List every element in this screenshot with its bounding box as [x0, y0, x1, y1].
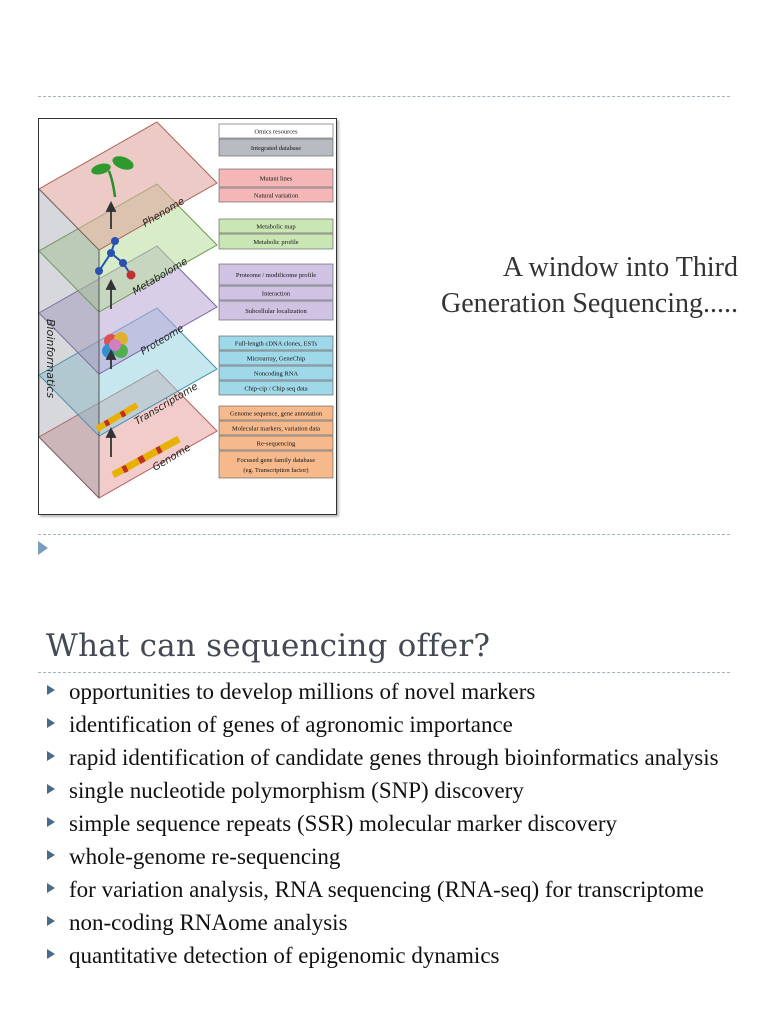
legend-label: Integrated database — [251, 145, 301, 152]
legend-label: Genome sequence, gene annotation — [230, 411, 323, 418]
layer-planes — [39, 121, 218, 499]
legend-label: Omics resources — [254, 129, 298, 136]
bullet-arrow-icon — [47, 784, 55, 794]
slide-title-line-1: A window into Third — [502, 252, 738, 283]
legend-label: Full-length cDNA clones, ESTs — [235, 341, 318, 348]
legend-box — [218, 450, 334, 479]
bullet-text: opportunities to develop millions of nov… — [69, 679, 536, 704]
bullet-arrow-icon — [47, 817, 55, 827]
list-item: simple sequence repeats (SSR) molecular … — [44, 810, 734, 838]
legend-box — [218, 300, 334, 321]
legend-box — [218, 285, 334, 301]
bullet-text: single nucleotide polymorphism (SNP) dis… — [69, 778, 524, 803]
legend-label: Natural variation — [254, 193, 299, 200]
legend-label: Chip-cip / Chip seq data — [244, 386, 307, 393]
legend-box — [218, 420, 334, 436]
list-item: opportunities to develop millions of nov… — [44, 678, 734, 706]
legend-label: Subcellular localization — [245, 308, 307, 315]
bullet-arrow-icon — [47, 751, 55, 761]
legend-label: (eg. Transcription factor) — [243, 467, 308, 474]
legend-label: Interaction — [262, 291, 291, 298]
bullet-arrow-icon — [47, 949, 55, 959]
legend-label: Molecular markers, variation data — [232, 426, 320, 433]
section-heading: What can sequencing offer? — [46, 628, 491, 664]
bullet-arrow-icon — [47, 883, 55, 893]
slide-title-line-2: Generation Sequencing..... — [440, 288, 738, 319]
omics-figure: Phenome Metabolome Proteome Transcriptom… — [38, 118, 337, 515]
protein-icon — [102, 332, 128, 358]
bullet-text: quantitative detection of epigenomic dyn… — [69, 943, 500, 968]
legend-label: Noncoding RNA — [254, 371, 299, 378]
legend-box — [218, 365, 334, 381]
bullet-list: opportunities to develop millions of nov… — [44, 678, 734, 975]
slide-title: A window into Third Generation Sequencin… — [345, 250, 738, 322]
legend-label: Proteome / modificome profile — [236, 272, 316, 279]
legend-box — [218, 380, 334, 396]
bullet-text: non-coding RNAome analysis — [69, 910, 348, 935]
side-label-bioinformatics: Bioinformatics — [44, 319, 57, 398]
legend-label: Microarray, GeneChip — [247, 356, 305, 363]
list-item: whole-genome re-sequencing — [44, 843, 734, 871]
legend-label: Metabolic profile — [253, 239, 298, 246]
legend-label: Mutant lines — [260, 176, 293, 183]
bullet-arrow-icon — [47, 685, 55, 695]
list-item: rapid identification of candidate genes … — [44, 744, 734, 772]
legend-box — [218, 335, 334, 351]
legend-box — [218, 405, 334, 421]
dna-icon — [111, 435, 181, 479]
legend-box — [218, 263, 334, 286]
bullet-text: rapid identification of candidate genes … — [69, 745, 719, 770]
legend-label: Metabolic map — [256, 224, 295, 231]
slide-marker-icon — [38, 541, 48, 555]
heading-divider — [38, 672, 730, 673]
list-item: quantitative detection of epigenomic dyn… — [44, 942, 734, 970]
slide-bottom-divider — [38, 534, 730, 535]
list-item: identification of genes of agronomic imp… — [44, 711, 734, 739]
list-item: non-coding RNAome analysis — [44, 909, 734, 937]
bullet-text: for variation analysis, RNA sequencing (… — [69, 877, 704, 902]
bullet-text: identification of genes of agronomic imp… — [69, 712, 513, 737]
top-divider — [38, 96, 730, 97]
legend-box — [218, 435, 334, 451]
bullet-text: whole-genome re-sequencing — [69, 844, 341, 869]
legend-box — [218, 187, 334, 203]
flow-arrows — [105, 200, 117, 457]
bullet-arrow-icon — [47, 718, 55, 728]
bullet-arrow-icon — [47, 916, 55, 926]
legend-box — [218, 350, 334, 366]
legend-box — [218, 168, 334, 188]
legend-label: Re-sequencing — [257, 441, 296, 448]
rna-icon — [95, 402, 139, 432]
legend-box — [218, 218, 334, 234]
legend-box — [218, 233, 334, 250]
legend-label: Focused gene family database — [237, 457, 315, 464]
metabolite-network-icon — [95, 237, 136, 280]
legend-box — [218, 123, 334, 139]
legend-box — [218, 138, 334, 157]
plant-icon — [91, 156, 134, 198]
list-item: for variation analysis, RNA sequencing (… — [44, 876, 734, 904]
bullet-arrow-icon — [47, 850, 55, 860]
list-item: single nucleotide polymorphism (SNP) dis… — [44, 777, 734, 805]
bullet-text: simple sequence repeats (SSR) molecular … — [69, 811, 617, 836]
